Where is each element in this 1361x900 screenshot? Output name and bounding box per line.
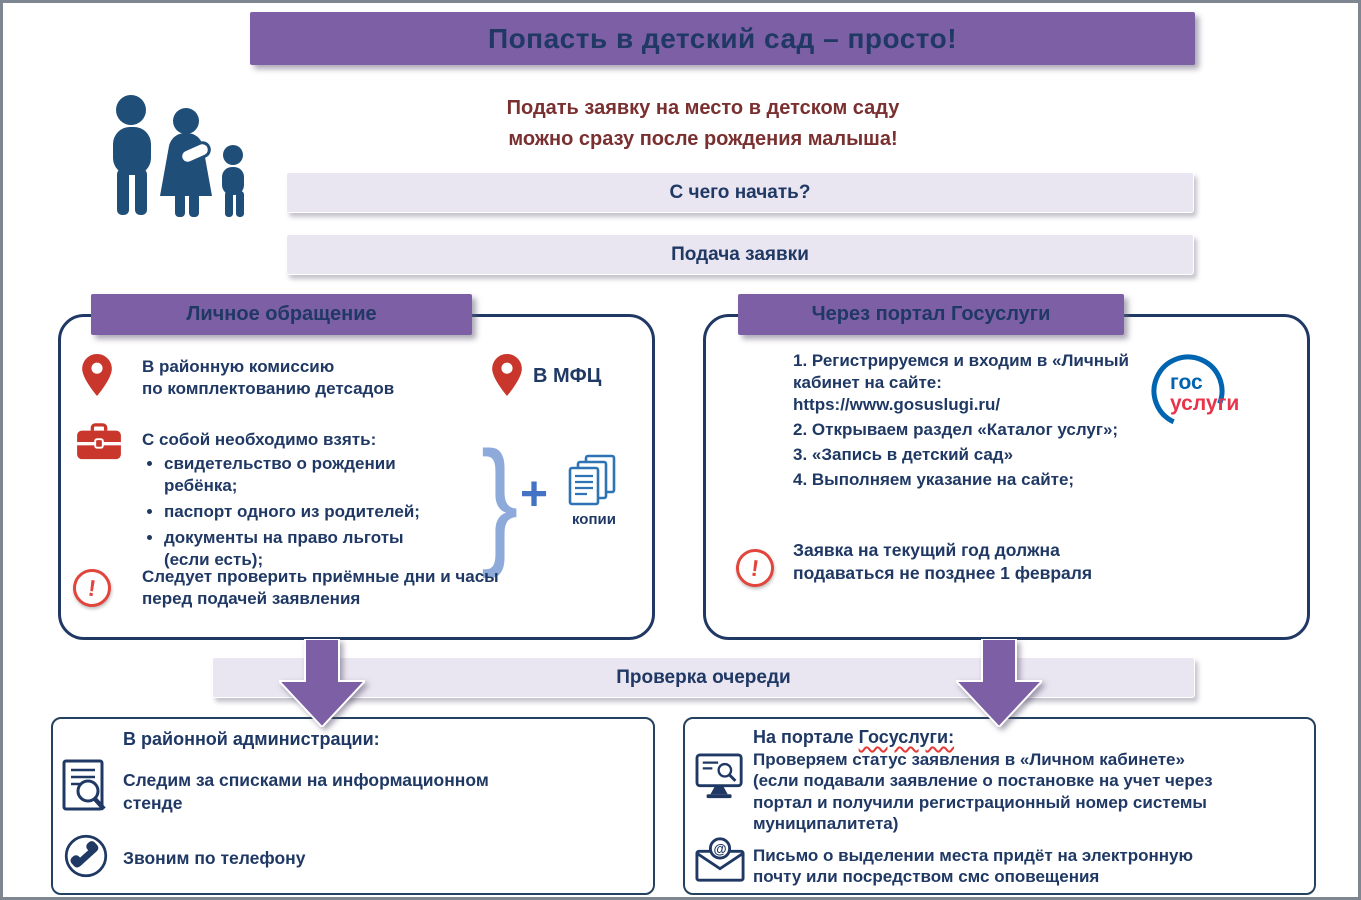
- document-list-item: документы на право льготы (если есть);: [164, 527, 439, 571]
- portal-step: 4. Выполняем указание на сайте;: [793, 470, 1075, 490]
- monitor-icon: [695, 753, 747, 806]
- check-portal-header-prefix: На портале: [753, 727, 859, 747]
- gosuslugi-logo-text-bottom: услуги: [1170, 392, 1240, 415]
- map-pin-icon: [82, 354, 112, 401]
- curly-brace-icon: }: [481, 422, 519, 579]
- documents-list: свидетельство о рождении ребёнка; паспор…: [142, 453, 439, 575]
- portal-header: Через портал Госуслуги: [738, 294, 1124, 335]
- check-portal-box: [683, 717, 1316, 895]
- at-glyph: @: [713, 841, 726, 856]
- check-admin-item-lists: Следим за списками на информационном сте…: [123, 770, 489, 813]
- check-portal-item-email: Письмо о выделении места придёт на элект…: [753, 846, 1193, 887]
- gosuslugi-logo: гос услуги: [1148, 351, 1248, 431]
- check-portal-header: На портале Госуслуги:: [753, 727, 954, 748]
- portal-header-label: Через портал Госуслуги: [811, 303, 1051, 325]
- portal-box: [703, 314, 1310, 640]
- intro-text: Подать заявку на место в детском саду мо…: [506, 97, 900, 150]
- gosuslugi-logo-text-top: гос: [1170, 371, 1203, 394]
- personal-visit-header: Личное обращение: [91, 294, 472, 335]
- banner-application: Подача заявки: [286, 234, 1194, 275]
- email-icon: @: [695, 837, 745, 888]
- banner-queue-label: Проверка очереди: [616, 666, 791, 688]
- personal-visit-header-label: Личное обращение: [186, 303, 377, 325]
- plus-icon: +: [520, 468, 549, 521]
- family-icon: [98, 93, 273, 243]
- portal-step: 3. «Запись в детский сад»: [793, 445, 1014, 465]
- document-list-item: свидетельство о рождении ребёнка;: [164, 453, 439, 497]
- check-admin-item-phone: Звоним по телефону: [123, 848, 306, 868]
- phone-icon: [63, 833, 109, 884]
- mfc-text: В МФЦ: [533, 365, 602, 387]
- check-admin-header: В районной администрации:: [123, 729, 380, 749]
- briefcase-icon: [76, 422, 122, 467]
- check-admin-box: [51, 717, 655, 895]
- copies-label: копии: [572, 511, 616, 528]
- banner-start-label: С чего начать?: [669, 181, 811, 203]
- take-with-text: С собой необходимо взять:: [142, 430, 377, 449]
- portal-step: 2. Открываем раздел «Каталог услуг»;: [793, 420, 1119, 440]
- portal-step: 1. Регистрируемся и входим в «Личный каб…: [793, 351, 1129, 415]
- banner-start: С чего начать?: [286, 172, 1194, 213]
- page-title: Попасть в детский сад – просто!: [487, 22, 958, 54]
- personal-warning-text: Следует проверить приёмные дни и часы пе…: [142, 567, 499, 609]
- commission-text: В районную комиссию по комплектованию де…: [142, 357, 395, 399]
- copies-icon: [566, 453, 622, 514]
- arrow-down-icon: [276, 638, 368, 732]
- title-banner: Попасть в детский сад – просто!: [250, 12, 1195, 65]
- portal-steps: 1. Регистрируемся и входим в «Личный каб…: [793, 350, 1138, 495]
- banner-application-label: Подача заявки: [671, 243, 809, 265]
- check-portal-header-word: Госуслуги:: [858, 727, 955, 747]
- portal-warning-text: Заявка на текущий год должна подаваться …: [793, 540, 1093, 583]
- map-pin-icon: [492, 354, 522, 401]
- check-portal-item-status: Проверяем статус заявления в «Личном каб…: [753, 750, 1213, 833]
- arrow-down-icon: [953, 638, 1045, 732]
- document-search-icon: [61, 759, 111, 820]
- document-list-item: паспорт одного из родителей;: [164, 501, 439, 523]
